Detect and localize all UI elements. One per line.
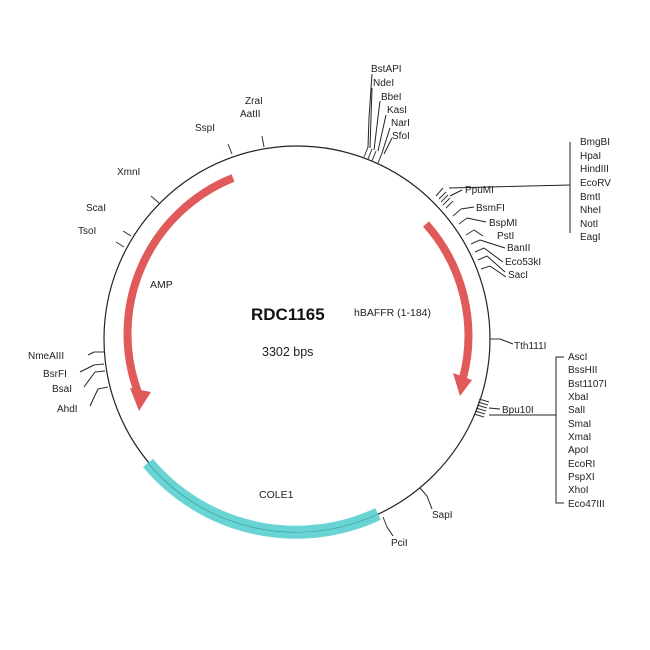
site-label: EcoRV [580, 178, 611, 189]
site-banii: BanII [507, 243, 530, 254]
site-label: Eco47III [568, 499, 605, 510]
site-bsrfi: BsrFI [43, 369, 67, 380]
site-label: NheI [580, 205, 601, 216]
amp-arrow [123, 174, 235, 411]
site-label: PspXI [568, 472, 595, 483]
site-label: XbaI [568, 392, 589, 403]
site-label: HpaI [580, 151, 601, 162]
site-bsmfi: BsmFI [476, 203, 505, 214]
site-leaders [79, 73, 571, 537]
site-sspi: SspI [195, 123, 215, 134]
site-zrai: ZraI [245, 96, 263, 107]
site-pcii: PciI [391, 538, 408, 549]
site-label: BstAPI [371, 64, 402, 75]
site-eco53ki: Eco53kI [505, 257, 541, 268]
site-bpu10i: Bpu10I [502, 405, 534, 416]
site-label: SfoI [392, 131, 410, 142]
plasmid-name: RDC1165 [251, 305, 325, 324]
site-group-right-upper: BmgBI HpaI HindIII EcoRV BmtI NheI NotI … [580, 137, 611, 243]
site-label: NarI [391, 118, 410, 129]
site-label: SalI [568, 405, 585, 416]
insert-label: hBAFFR (1-184) [354, 307, 431, 319]
site-ppumi: PpuMI [465, 185, 494, 196]
site-bspmi: BspMI [489, 218, 517, 229]
site-label: NotI [580, 219, 598, 230]
site-group-right-lower: AscI BssHII Bst1107I XbaI SalI SmaI XmaI… [568, 352, 607, 510]
site-label: KasI [387, 105, 407, 116]
site-label: XmaI [568, 432, 591, 443]
site-scai: ScaI [86, 203, 106, 214]
plasmid-size: 3302 bps [262, 345, 313, 359]
site-bsai: BsaI [52, 384, 72, 395]
site-label: BmtI [580, 192, 601, 203]
site-label: EagI [580, 232, 601, 243]
site-ahdi: AhdI [57, 404, 78, 415]
site-tth111i: Tth111I [514, 341, 546, 352]
amp-label: AMP [150, 279, 173, 291]
site-label: BbeI [381, 92, 402, 103]
site-xmni: XmnI [117, 167, 140, 178]
ori-label: COLE1 [259, 489, 294, 501]
cole1-outline [147, 462, 379, 533]
site-saci: SacI [508, 270, 528, 281]
site-sapi: SapI [432, 510, 453, 521]
site-label: NdeI [373, 78, 394, 89]
site-psti: PstI [497, 231, 514, 242]
site-label: SmaI [568, 419, 591, 430]
site-tsoi: TsoI [78, 226, 96, 237]
site-label: HindIII [580, 164, 609, 175]
site-label: BmgBI [580, 137, 610, 148]
site-label: EcoRI [568, 459, 595, 470]
site-nmeaiii: NmeAIII [28, 351, 64, 362]
insert-arrow [423, 221, 473, 396]
site-aatii: AatII [240, 109, 261, 120]
site-label: ApoI [568, 445, 589, 456]
site-label: BssHII [568, 365, 597, 376]
site-group-top: BstAPI NdeI BbeI KasI NarI SfoI [371, 64, 410, 142]
site-label: Bst1107I [568, 379, 607, 390]
site-label: AscI [568, 352, 587, 363]
site-ticks [93, 135, 500, 528]
site-label: XhoI [568, 485, 589, 496]
